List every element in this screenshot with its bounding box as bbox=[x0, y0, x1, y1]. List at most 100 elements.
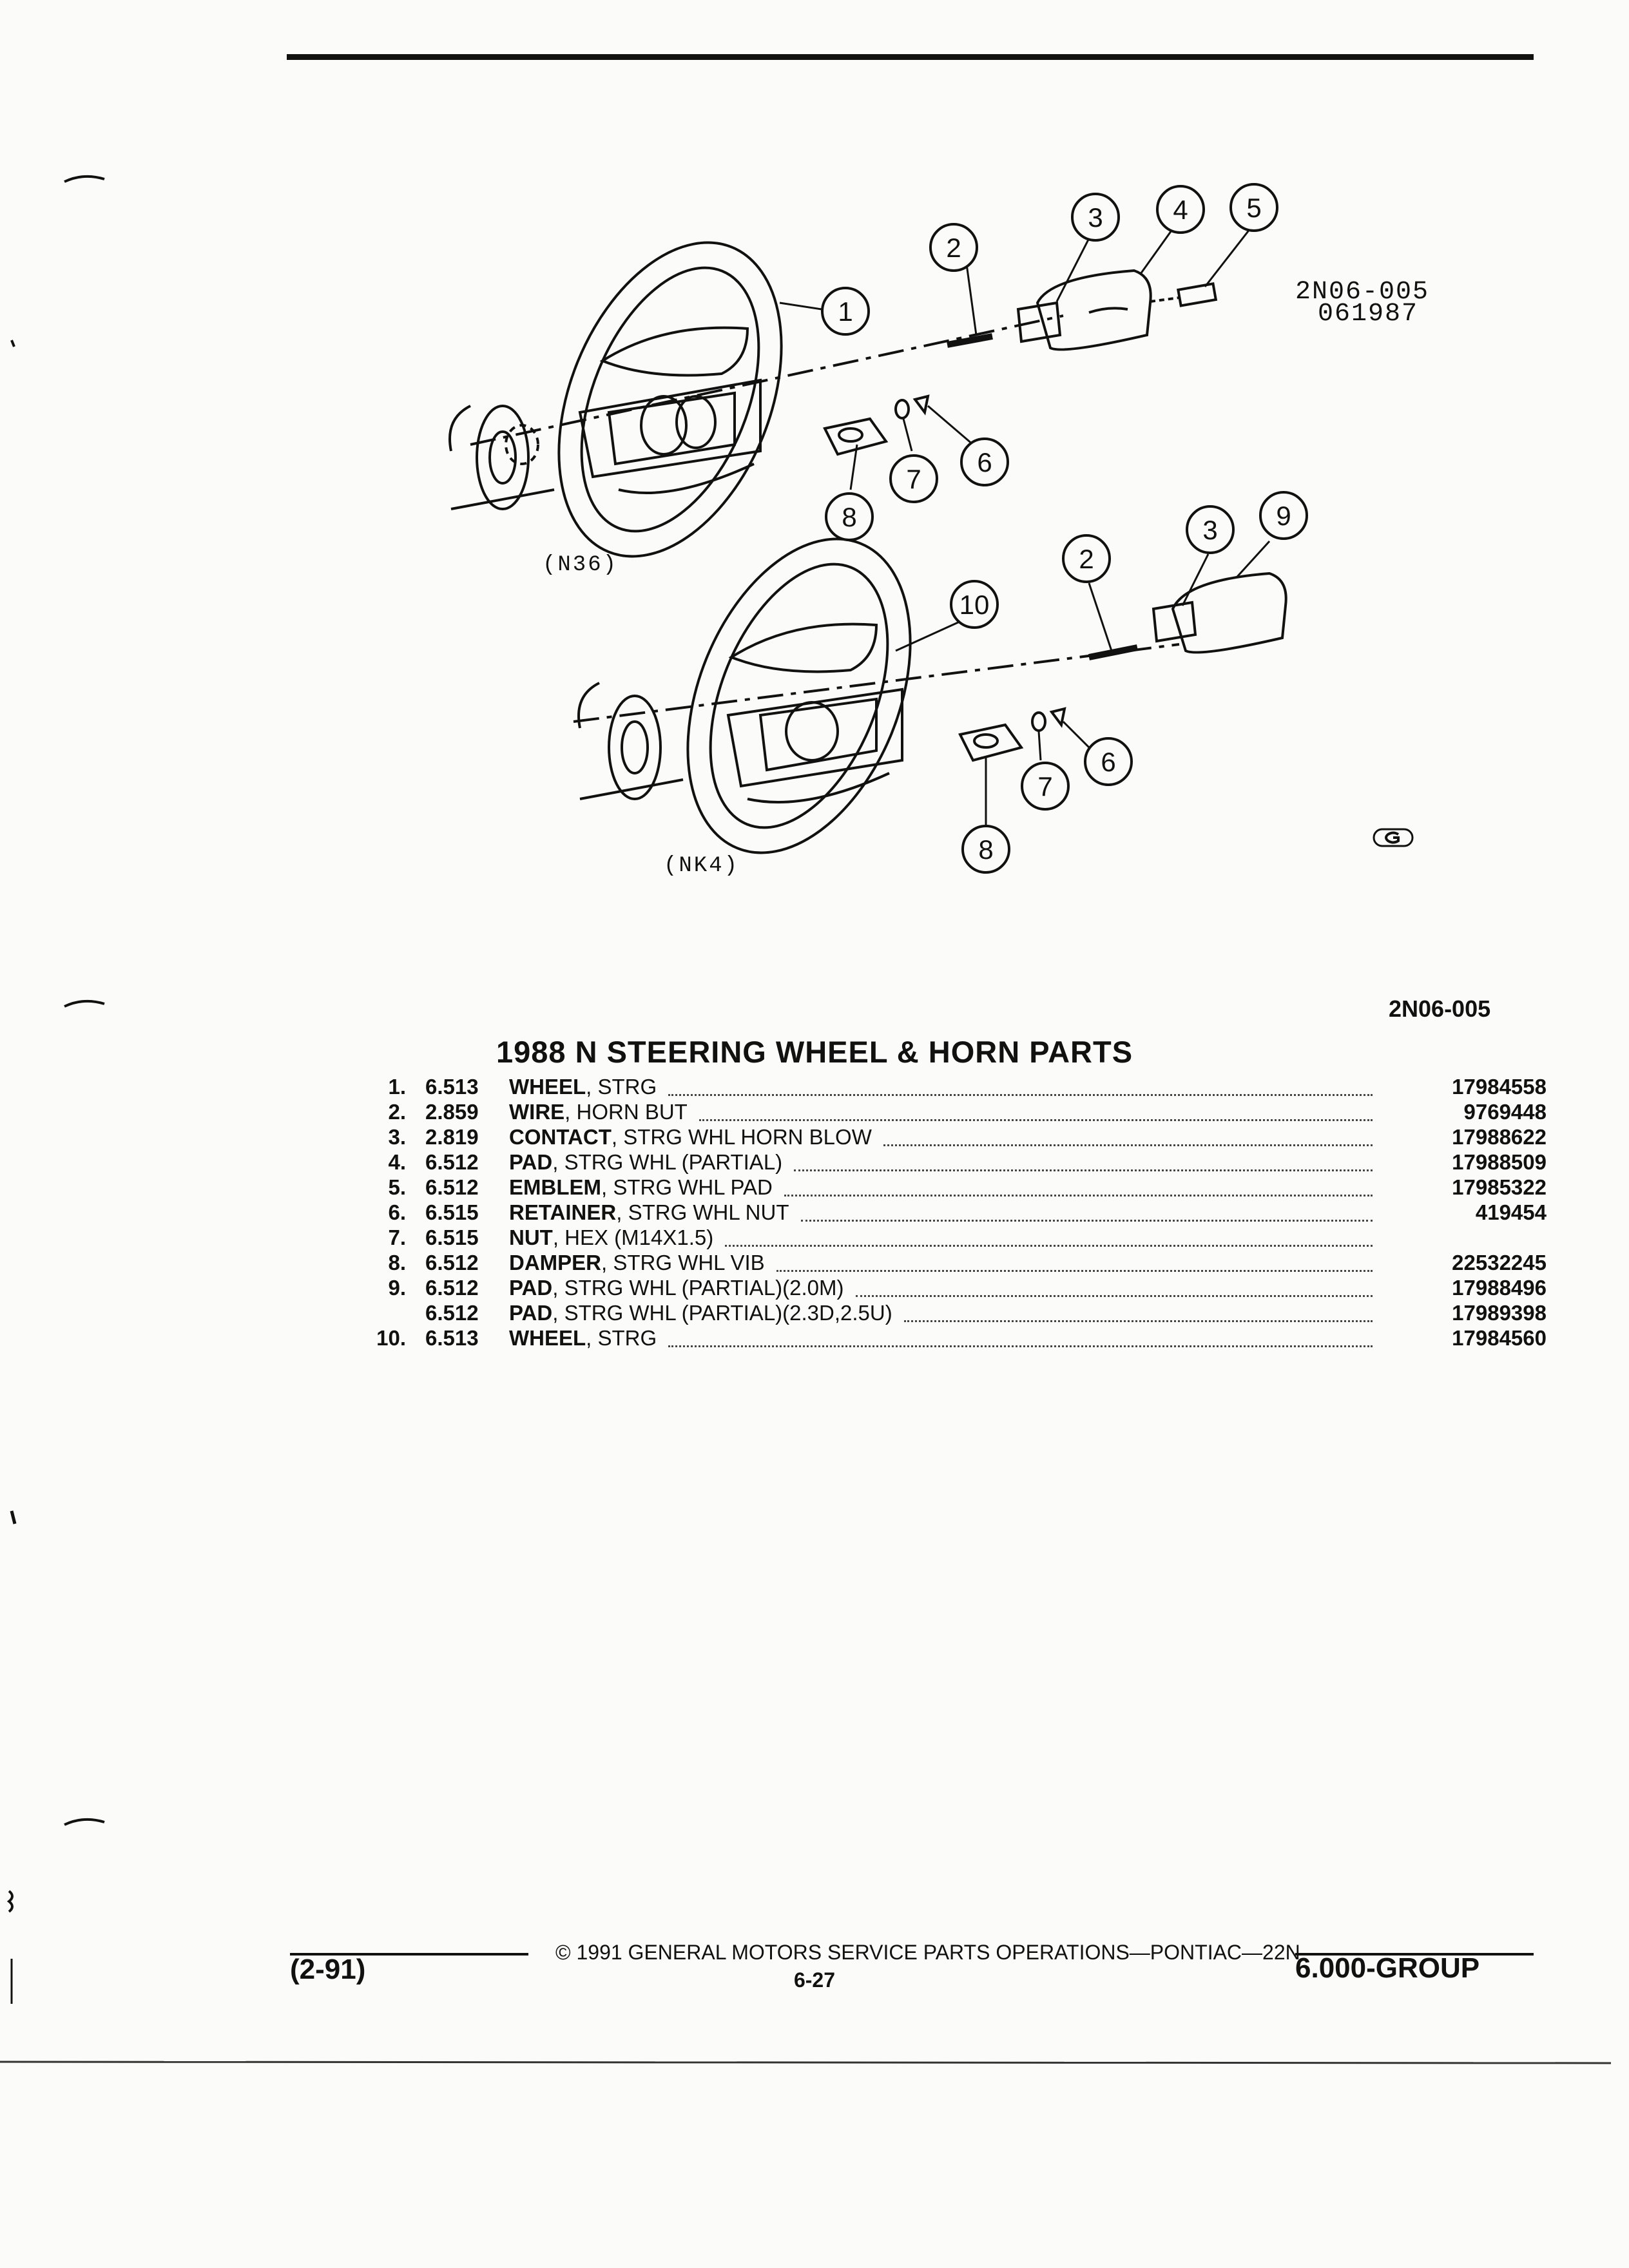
item-number: 2. bbox=[388, 1100, 406, 1124]
item-number: 5. bbox=[388, 1175, 406, 1199]
top-rule bbox=[287, 54, 1534, 60]
parts-row: 6.512 17989398 PAD, STRG WHL (PARTIAL)(2.3… bbox=[348, 1300, 1547, 1325]
callout-9: 9 bbox=[1276, 501, 1291, 531]
part-description: NUT, HEX (M14X1.5) bbox=[509, 1225, 713, 1250]
diagram-id: 2N06-005 bbox=[1389, 995, 1491, 1022]
part-name: DAMPER bbox=[509, 1251, 602, 1274]
callout-8: 8 bbox=[842, 502, 856, 532]
group-number: 6.515 bbox=[425, 1200, 479, 1224]
part-name: WIRE bbox=[509, 1100, 565, 1124]
item-number: 8. bbox=[388, 1251, 406, 1274]
leader-dots bbox=[776, 1245, 1373, 1272]
gm-logo-icon bbox=[1373, 828, 1414, 847]
parts-row: 1. 6.513 17984558 WHEEL, STRG bbox=[348, 1074, 1547, 1099]
parts-row: 10. 6.513 17984560 WHEEL, STRG bbox=[348, 1325, 1547, 1350]
callout-4: 4 bbox=[1173, 195, 1188, 225]
page-title: 1988 N STEERING WHEEL & HORN PARTS bbox=[496, 1035, 1133, 1069]
part-description: PAD, STRG WHL (PARTIAL)(2.3D,2.5U) bbox=[509, 1300, 892, 1325]
item-number: 1. bbox=[388, 1075, 406, 1099]
callout-3b: 3 bbox=[1202, 515, 1217, 545]
callout-5: 5 bbox=[1246, 193, 1261, 223]
item-number: 9. bbox=[388, 1276, 406, 1300]
part-desc: , STRG WHL VIB bbox=[601, 1251, 765, 1274]
footer-rule-right bbox=[1295, 1953, 1534, 1956]
part-desc: , STRG WHL HORN BLOW bbox=[611, 1125, 872, 1149]
part-name: PAD bbox=[509, 1301, 553, 1325]
leader-dots bbox=[725, 1220, 1373, 1247]
item-number: 4. bbox=[388, 1150, 406, 1174]
footer-page-number: 6-27 bbox=[793, 1968, 836, 1992]
part-desc: , STRG WHL (PARTIAL)(2.3D,2.5U) bbox=[552, 1301, 892, 1325]
part-desc: , HEX (M14X1.5) bbox=[552, 1225, 714, 1249]
item-number: 10. bbox=[376, 1326, 406, 1350]
steering-wheel-illustration: 1 2 3 4 5 6 7 8 10 2 3 9 6 7 8 bbox=[448, 183, 1308, 874]
part-description: PAD, STRG WHL (PARTIAL) bbox=[509, 1149, 782, 1175]
part-number: 17988496 bbox=[1452, 1276, 1547, 1300]
callout-8b: 8 bbox=[978, 834, 993, 865]
part-number: 17984558 bbox=[1452, 1075, 1547, 1099]
callout-2b: 2 bbox=[1079, 544, 1094, 574]
leader-dots bbox=[801, 1195, 1373, 1222]
item-number: 6. bbox=[388, 1200, 406, 1224]
part-desc: , STRG bbox=[586, 1326, 657, 1350]
part-desc: , STRG WHL PAD bbox=[601, 1175, 773, 1199]
leader-dots bbox=[856, 1270, 1373, 1297]
part-name: WHEEL bbox=[509, 1326, 586, 1350]
variant-label-nk4: (NK4) bbox=[664, 854, 740, 878]
callout-3: 3 bbox=[1088, 202, 1103, 233]
part-name: PAD bbox=[509, 1150, 553, 1174]
part-number: 17989398 bbox=[1452, 1301, 1547, 1325]
group-number: 6.513 bbox=[425, 1075, 479, 1099]
leader-dots bbox=[904, 1295, 1373, 1322]
group-number: 6.513 bbox=[425, 1326, 479, 1350]
leader-dots bbox=[668, 1069, 1373, 1096]
part-desc: , STRG WHL NUT bbox=[616, 1200, 789, 1224]
diagram-date-label: 061987 bbox=[1318, 300, 1419, 329]
parts-row: 2. 2.859 9769448 WIRE, HORN BUT bbox=[348, 1099, 1547, 1124]
part-number: 17988509 bbox=[1452, 1150, 1547, 1174]
group-number: 6.512 bbox=[425, 1175, 479, 1199]
part-name: EMBLEM bbox=[509, 1175, 601, 1199]
part-number: 17984560 bbox=[1452, 1326, 1547, 1350]
callout-7b: 7 bbox=[1037, 771, 1052, 802]
part-desc: , STRG WHL (PARTIAL)(2.0M) bbox=[552, 1276, 844, 1300]
parts-row: 7. 6.515 NUT, HEX (M14X1.5) bbox=[348, 1225, 1547, 1250]
part-description: EMBLEM, STRG WHL PAD bbox=[509, 1175, 773, 1200]
footer-copyright: © 1991 GENERAL MOTORS SERVICE PARTS OPER… bbox=[555, 1941, 1300, 1964]
part-number: 17985322 bbox=[1452, 1175, 1547, 1199]
part-number: 9769448 bbox=[1463, 1100, 1547, 1124]
leader-dots bbox=[699, 1094, 1373, 1121]
group-number: 6.512 bbox=[425, 1276, 479, 1300]
parts-row: 5. 6.512 17985322 EMBLEM, STRG WHL PAD bbox=[348, 1175, 1547, 1200]
part-description: WHEEL, STRG bbox=[509, 1325, 657, 1350]
callout-10: 10 bbox=[959, 590, 990, 620]
part-number: 419454 bbox=[1475, 1200, 1547, 1224]
group-number: 2.819 bbox=[425, 1125, 479, 1149]
part-description: PAD, STRG WHL (PARTIAL)(2.0M) bbox=[509, 1275, 844, 1300]
callout-6b: 6 bbox=[1101, 747, 1115, 777]
part-description: WHEEL, STRG bbox=[509, 1074, 657, 1099]
footer-date: (2-91) bbox=[290, 1954, 366, 1985]
part-desc: , HORN BUT bbox=[564, 1100, 688, 1124]
item-number: 3. bbox=[388, 1125, 406, 1149]
footer-rule-left bbox=[290, 1953, 528, 1956]
parts-row: 4. 6.512 17988509 PAD, STRG WHL (PARTIAL) bbox=[348, 1149, 1547, 1175]
part-desc: , STRG bbox=[586, 1075, 657, 1099]
group-number: 2.859 bbox=[425, 1100, 479, 1124]
callout-1: 1 bbox=[838, 296, 853, 327]
group-number: 6.512 bbox=[425, 1150, 479, 1174]
part-name: CONTACT bbox=[509, 1125, 612, 1149]
part-description: CONTACT, STRG WHL HORN BLOW bbox=[509, 1124, 872, 1149]
group-number: 6.512 bbox=[425, 1301, 479, 1325]
leader-dots bbox=[668, 1320, 1373, 1347]
footer-group: 6.000-GROUP bbox=[1295, 1952, 1480, 1984]
group-number: 6.515 bbox=[425, 1225, 479, 1249]
part-name: PAD bbox=[509, 1276, 553, 1300]
item-number: 7. bbox=[388, 1225, 406, 1249]
callout-6: 6 bbox=[977, 447, 992, 477]
part-name: WHEEL bbox=[509, 1075, 586, 1099]
part-number: 22532245 bbox=[1452, 1251, 1547, 1274]
